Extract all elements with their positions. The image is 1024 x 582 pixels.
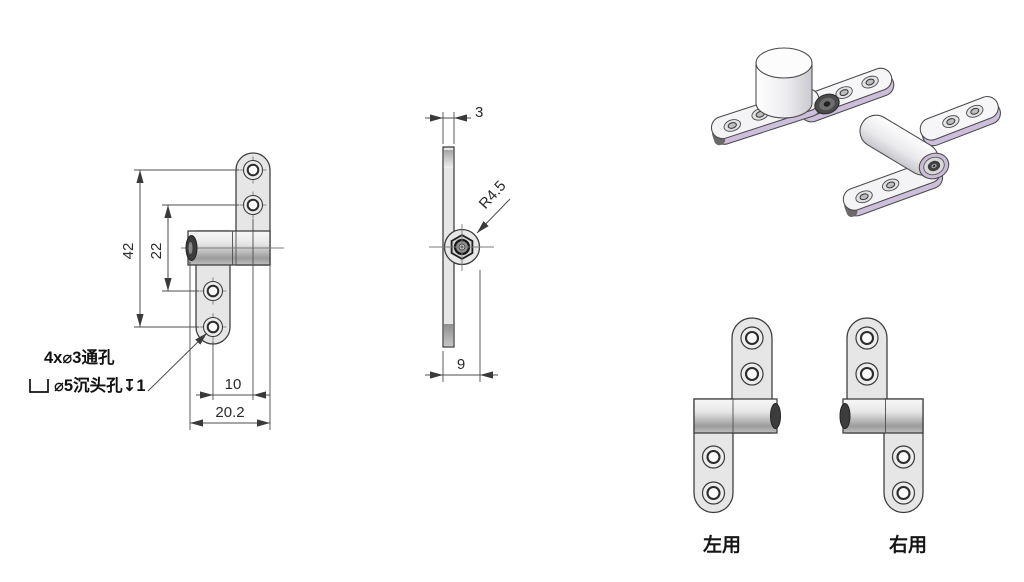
- countersunk-hole: [740, 362, 764, 386]
- iso1-pivot-pin: [814, 93, 840, 115]
- dim-3-text: 3: [475, 104, 483, 121]
- countersunk-hole: [891, 445, 916, 469]
- iso2-pivot-pin-end: [918, 152, 950, 180]
- countersunk-hole: [701, 481, 726, 505]
- dim-10-text: 10: [225, 376, 242, 393]
- variant-right-view: 右用: [839, 317, 927, 556]
- counterbore-icon: [29, 379, 49, 393]
- side-strip-shade-top: [443, 150, 454, 168]
- dim-r45-text: R4.5: [476, 178, 510, 213]
- countersunk-hole: [199, 313, 227, 341]
- dim-20-2-text: 20.2: [215, 404, 244, 421]
- iso1-knuckle-cylinder: [755, 47, 813, 119]
- side-strip-shade-bottom: [443, 324, 454, 346]
- iso-countersunk-hole: [855, 190, 873, 204]
- side-view: 3 R4.5 9: [425, 104, 511, 382]
- pivot-pin-highlight: [188, 242, 193, 254]
- dimension-42: 42: [120, 170, 144, 327]
- countersunk-hole: [199, 277, 227, 305]
- dim-22-text: 22: [148, 243, 165, 260]
- hole-callout-line2: ⌀5沉头孔↧1: [54, 375, 146, 395]
- iso-view-hinge-2: [842, 96, 1001, 217]
- left-variant-pin: [770, 403, 781, 429]
- hole-callout: 4x⌀3通孔 ⌀5沉头孔↧1: [29, 332, 208, 395]
- hole-callout-line1: 4x⌀3通孔: [44, 348, 115, 367]
- countersunk-hole: [891, 481, 916, 505]
- dimension-22: 22: [148, 205, 172, 291]
- dimension-10: 10: [196, 376, 270, 399]
- countersunk-hole: [239, 191, 267, 219]
- iso-countersunk-hole: [966, 104, 984, 118]
- iso-view-hinge-1: [710, 47, 895, 146]
- dim-42-text: 42: [120, 243, 137, 260]
- dimension-20-2: 20.2: [190, 404, 270, 427]
- left-variant-label: 左用: [703, 533, 741, 556]
- iso2-upper-leaf: [919, 96, 1001, 147]
- countersunk-hole: [701, 445, 726, 469]
- variant-left-view: 左用: [693, 317, 781, 556]
- dimension-r4-5: R4.5: [476, 178, 511, 234]
- right-variant-label: 右用: [888, 533, 927, 556]
- right-variant-knuckle: [842, 398, 924, 434]
- iso-countersunk-hole: [723, 119, 741, 132]
- countersunk-hole: [855, 362, 879, 386]
- countersunk-hole: [740, 326, 764, 350]
- iso-countersunk-hole: [861, 75, 879, 89]
- iso-countersunk-hole: [881, 178, 900, 192]
- left-variant-knuckle: [693, 398, 778, 434]
- dimension-3: 3: [425, 104, 483, 144]
- countersunk-hole: [239, 156, 267, 184]
- iso-countersunk-hole: [942, 115, 960, 128]
- dimension-9: 9: [425, 270, 498, 382]
- dim-9-text: 9: [457, 356, 465, 373]
- iso-countersunk-hole: [835, 86, 853, 99]
- right-variant-pin: [839, 403, 851, 429]
- front-view-dimensions: 42 22 10 20.2 4x⌀3通孔 ⌀5沉头孔↧1: [29, 169, 271, 430]
- countersunk-hole: [855, 326, 879, 350]
- front-view: [181, 152, 284, 345]
